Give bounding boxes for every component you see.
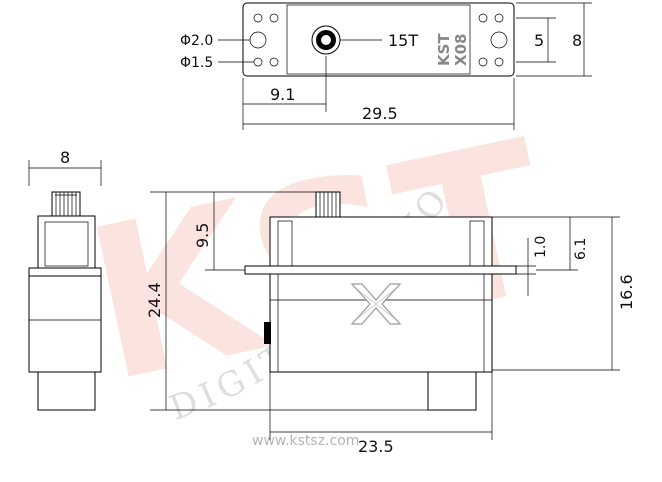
front-body xyxy=(269,273,493,373)
shaft-hole-icon xyxy=(321,35,331,45)
front-view: 9.5 24.4 1.0 6.1 16.6 23.5 xyxy=(145,191,636,456)
dim-width-label: 23.5 xyxy=(358,437,394,456)
dim-height-label: 8 xyxy=(572,31,582,50)
hole-icon xyxy=(494,13,504,23)
top-inner-frame xyxy=(286,4,471,75)
dim-offset-label: 9.1 xyxy=(270,85,295,104)
watermark-url: www.kstsz.com xyxy=(252,433,359,449)
dim-inner-height-label: 5 xyxy=(534,31,544,50)
side-bottom xyxy=(37,371,96,411)
top-plate xyxy=(242,2,515,77)
dim-upper-label: 6.1 xyxy=(573,238,589,260)
hole-small-label: Φ1.5 xyxy=(180,55,213,71)
side-view: 8 xyxy=(28,148,102,411)
dim-side-width-label: 8 xyxy=(60,148,70,167)
wire-exit xyxy=(264,322,271,344)
dim-body-height-label: 16.6 xyxy=(617,274,636,310)
hole-icon xyxy=(490,31,508,49)
hole-icon xyxy=(253,13,263,23)
front-bottom-boss xyxy=(427,371,477,411)
hole-icon xyxy=(494,57,504,67)
front-flange xyxy=(244,265,517,275)
side-cap-inner xyxy=(44,221,89,267)
side-body xyxy=(28,275,102,373)
dim-total-height-label: 24.4 xyxy=(145,282,164,318)
hole-icon xyxy=(269,57,279,67)
side-flange xyxy=(28,267,102,277)
hole-large-label: Φ2.0 xyxy=(180,33,213,49)
brand-label: KST xyxy=(435,33,453,66)
hole-icon xyxy=(269,13,279,23)
x-logo-icon xyxy=(350,283,402,325)
dim-length-label: 29.5 xyxy=(362,104,398,123)
dim-flange-label: 1.0 xyxy=(533,236,549,258)
side-upper-cap xyxy=(37,215,96,269)
hole-icon xyxy=(478,57,488,67)
hole-icon xyxy=(478,13,488,23)
top-view: KST X08 15T Φ2.0 Φ1.5 9.1 29.5 5 8 xyxy=(180,2,592,130)
spline-label: 15T xyxy=(388,31,418,50)
dim-output-height-label: 9.5 xyxy=(193,223,212,248)
front-top-cap xyxy=(269,216,493,267)
model-label: X08 xyxy=(452,34,470,66)
